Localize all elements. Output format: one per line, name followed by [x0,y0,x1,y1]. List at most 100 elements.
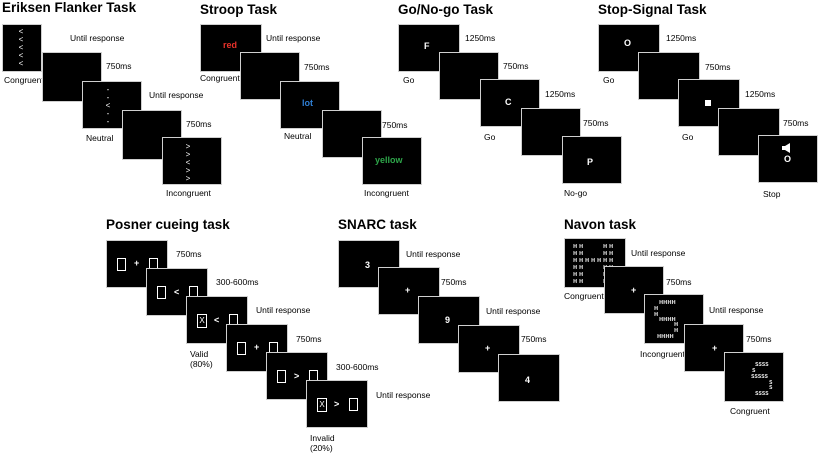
gonogo-timing-1: 1250ms [465,33,496,43]
svg-text:H: H [579,258,583,264]
svg-text:H: H [591,258,595,264]
snarc-screen-5: 4 [498,354,560,402]
posner-timing-2: 300-600ms [216,277,259,287]
snarc-timing-2: 750ms [441,277,467,287]
svg-text:HHHH: HHHH [657,334,674,340]
posner-timing-6: Until response [376,390,431,400]
svg-text:S: S [769,380,773,386]
svg-text:H: H [609,244,613,250]
snarc-digit-9: 9 [445,315,451,325]
stopsignal-timing-4: 750ms [783,118,809,128]
target-box-valid: X [197,314,207,328]
stroop-label-neutral: Neutral [284,131,312,141]
navon-label-congruent-1: Congruent [564,291,604,301]
cue-arrow-right: > [294,371,300,381]
svg-text:H: H [674,322,678,328]
stroop-title: Stroop Task [200,2,278,17]
svg-text:H: H [573,272,577,278]
right-box [349,398,358,411]
gonogo-letter-p: P [587,157,594,167]
stopsignal-square [705,100,711,106]
stroop-timing-1: Until response [266,33,321,43]
svg-text:H: H [573,265,577,271]
posner-screen-3: X < [186,296,248,344]
stroop-screen-5: yellow [362,137,422,185]
stopsignal-screen-1: O [598,24,660,72]
svg-text:H: H [609,258,613,264]
svg-text:S: S [769,385,773,391]
svg-text:H: H [654,312,658,318]
stopsignal-label-go-1: Go [603,75,615,85]
navon-timing-2: 750ms [666,277,692,287]
fixation-cross: + [485,343,491,353]
stopsignal-screen-5: O [758,135,818,183]
navon-global-s-local-h: HHHH H H HHHH H H HHHH [654,300,678,340]
svg-text:H: H [603,251,607,257]
posner-screen-6: X > [306,380,368,428]
navon-label-incongruent: Incongruent [640,349,685,359]
svg-text:S: S [752,368,756,374]
gonogo-label-go-1: Go [403,75,415,85]
gonogo-timing-2: 750ms [503,61,529,71]
stroop-timing-2: 750ms [304,62,330,72]
stopsignal-label-stop: Stop [763,189,781,199]
stopsignal-label-go-2: Go [682,132,694,142]
gonogo-label-nogo: No-go [564,188,588,198]
gonogo-label-go-2: Go [484,132,496,142]
fixation-cross: + [405,285,411,295]
posner-timing-5: 300-600ms [336,362,379,372]
svg-text:H: H [573,279,577,285]
eriksen-label-incongruent: Incongruent [166,188,211,198]
target-box-invalid: X [317,398,327,412]
svg-text:H: H [654,306,658,312]
eriksen-title: Eriksen Flanker Task [2,0,137,15]
posner-timing-4: 750ms [296,334,322,344]
posner-label-valid: Valid (80%) [190,349,213,369]
gonogo-screen-5: P [562,136,622,184]
navon-label-congruent-2: Congruent [730,406,770,416]
stroop-timing-4: 750ms [382,120,408,130]
snarc-title: SNARC task [338,217,417,232]
posner-label-invalid: Invalid (20%) [310,433,335,453]
svg-text:H: H [674,328,678,334]
eriksen-label-neutral: Neutral [86,133,114,143]
left-box [237,342,246,355]
gonogo-timing-4: 750ms [583,118,609,128]
svg-text:H: H [585,258,589,264]
eriksen-timing-2: 750ms [106,61,132,71]
navon-global-s-local-s: SSSS S SSSSS S S SSSS [751,362,773,397]
posner-timing-1: 750ms [176,249,202,259]
gonogo-letter-f: F [424,41,430,51]
speaker-icon [782,143,790,153]
svg-text:SSSSS: SSSSS [751,374,769,380]
left-box [117,258,126,271]
fixation-cross: + [134,258,140,268]
stroop-word-red: red [223,40,238,50]
snarc-timing-4: 750ms [521,334,547,344]
svg-text:H: H [579,279,583,285]
stopsignal-timing-2: 750ms [705,62,731,72]
eriksen-screen-1: <<<<< [2,24,42,72]
snarc-digit-4: 4 [525,375,531,385]
stroop-word-lot: lot [302,98,313,108]
navon-timing-4: 750ms [746,334,772,344]
svg-text:H: H [603,258,607,264]
navon-screen-5: SSSS S SSSSS S S SSSS [724,352,784,402]
eriksen-timing-4: 750ms [186,119,212,129]
cue-arrow-right: > [334,399,340,409]
stopsignal-circle-1: O [624,38,632,48]
snarc-timing-1: Until response [406,249,461,259]
svg-text:HHHH: HHHH [659,300,676,306]
left-box [157,286,166,299]
stopsignal-title: Stop-Signal Task [598,2,707,17]
svg-text:SSSS: SSSS [755,362,769,368]
eriksen-screen-5: > > < > > [162,137,222,185]
svg-text:H: H [597,258,601,264]
snarc-timing-3: Until response [486,306,541,316]
svg-text:H: H [609,251,613,257]
svg-text:H: H [579,244,583,250]
left-box [277,370,286,383]
fixation-cross: + [254,342,260,352]
cue-arrow-left: < [214,315,220,325]
cue-arrow-left: < [174,287,180,297]
